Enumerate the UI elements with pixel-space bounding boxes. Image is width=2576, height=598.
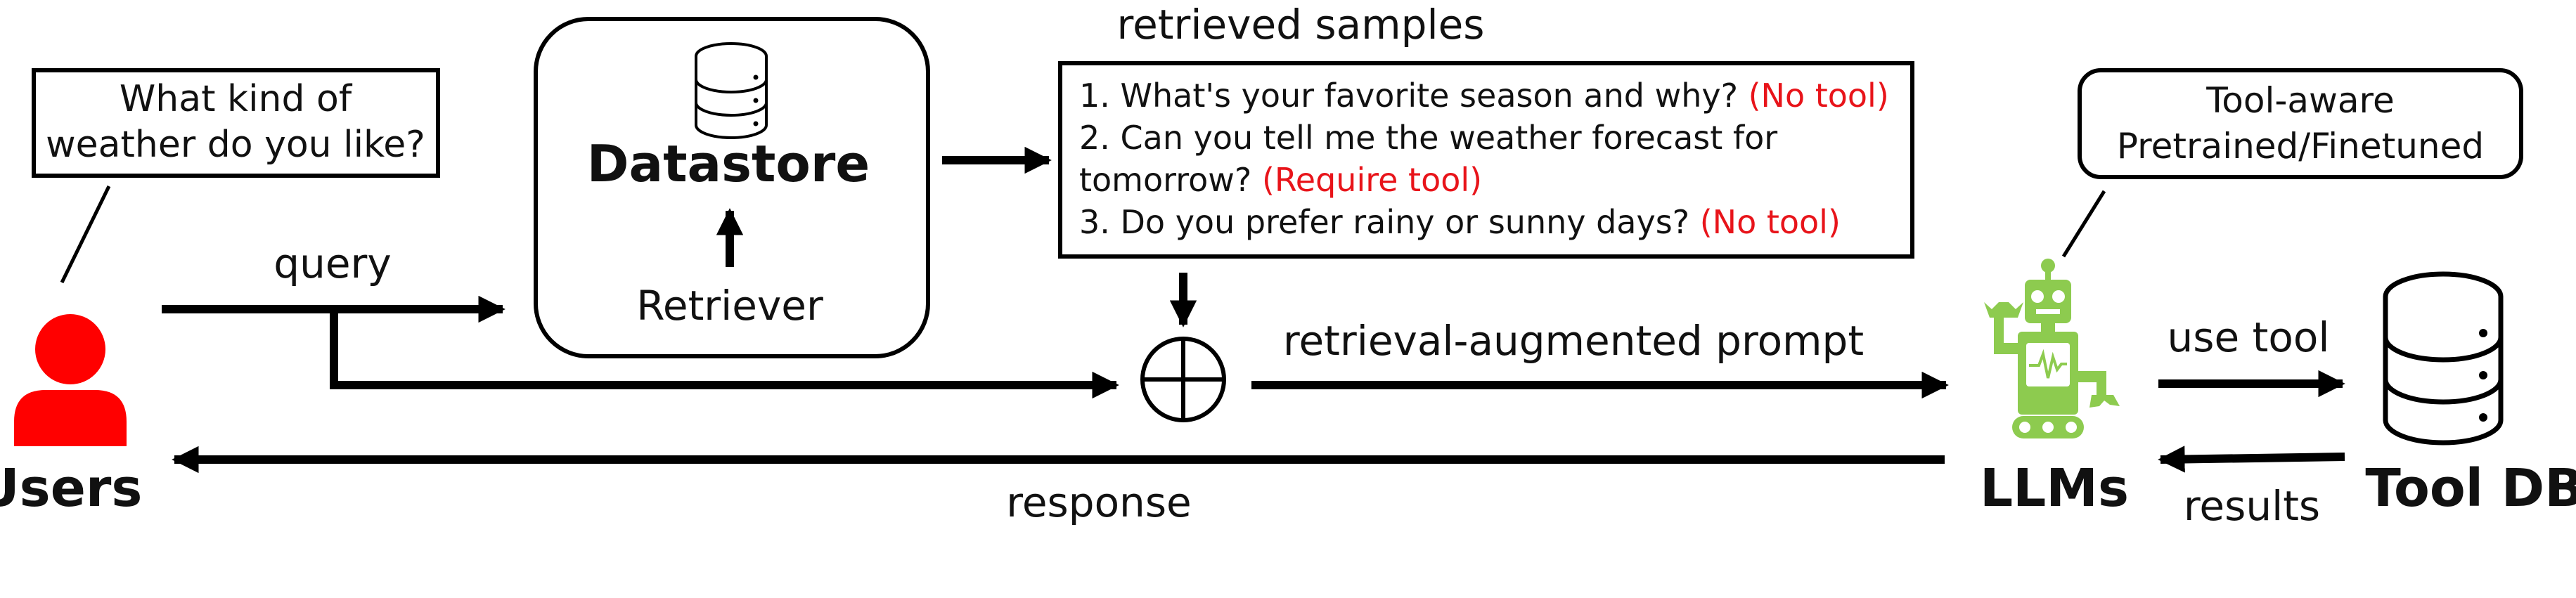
- llms-label: LLMs: [1980, 458, 2129, 519]
- combine-circled-plus-icon: [1140, 337, 1226, 422]
- retriever-label: Retriever: [636, 282, 823, 330]
- datastore-box: [534, 17, 930, 358]
- response-label: response: [1006, 479, 1191, 526]
- augmented-prompt-label: retrieval-augmented prompt: [1283, 317, 1864, 365]
- tool-db-icon: [2383, 271, 2504, 446]
- robot-face: [2019, 290, 2077, 433]
- sample-tag-2: (Require tool): [1262, 161, 1482, 199]
- sample-line-3: tomorrow? (Require tool): [1079, 161, 1482, 199]
- llm-bubble-line1: Tool-aware: [2205, 80, 2395, 121]
- user-speech-bubble: What kind of weather do you like?: [32, 68, 440, 284]
- query-arrow: [162, 295, 1119, 399]
- users-label: Users: [0, 458, 142, 519]
- sample-line-1: 1. What's your favorite season and why? …: [1079, 77, 1889, 115]
- user-bubble-line1: What kind of: [120, 78, 353, 120]
- sample-tag-1: (No tool): [1749, 77, 1889, 115]
- sample-tag-3: (No tool): [1700, 203, 1841, 241]
- use-tool-label: use tool: [2168, 313, 2330, 361]
- llm-bubble-line2: Pretrained/Finetuned: [2117, 126, 2484, 167]
- user-bubble-line2: weather do you like?: [46, 124, 425, 166]
- llm-speech-bubble: Tool-aware Pretrained/Finetuned: [2061, 68, 2523, 258]
- database-icon: [695, 42, 768, 139]
- results-arrow: [2158, 446, 2345, 473]
- tool-db-label: Tool DB: [2365, 458, 2576, 519]
- results-label: results: [2184, 482, 2320, 530]
- samples-title: retrieved samples: [1117, 1, 1485, 48]
- sample-line-4: 3. Do you prefer rainy or sunny days? (N…: [1079, 203, 1841, 241]
- datastore-title: Datastore: [587, 134, 870, 193]
- sample-line-2: 2. Can you tell me the weather forecast …: [1079, 119, 1777, 157]
- samples-box: [1058, 61, 1914, 259]
- query-label: query: [273, 240, 391, 287]
- user-icon: [14, 314, 127, 446]
